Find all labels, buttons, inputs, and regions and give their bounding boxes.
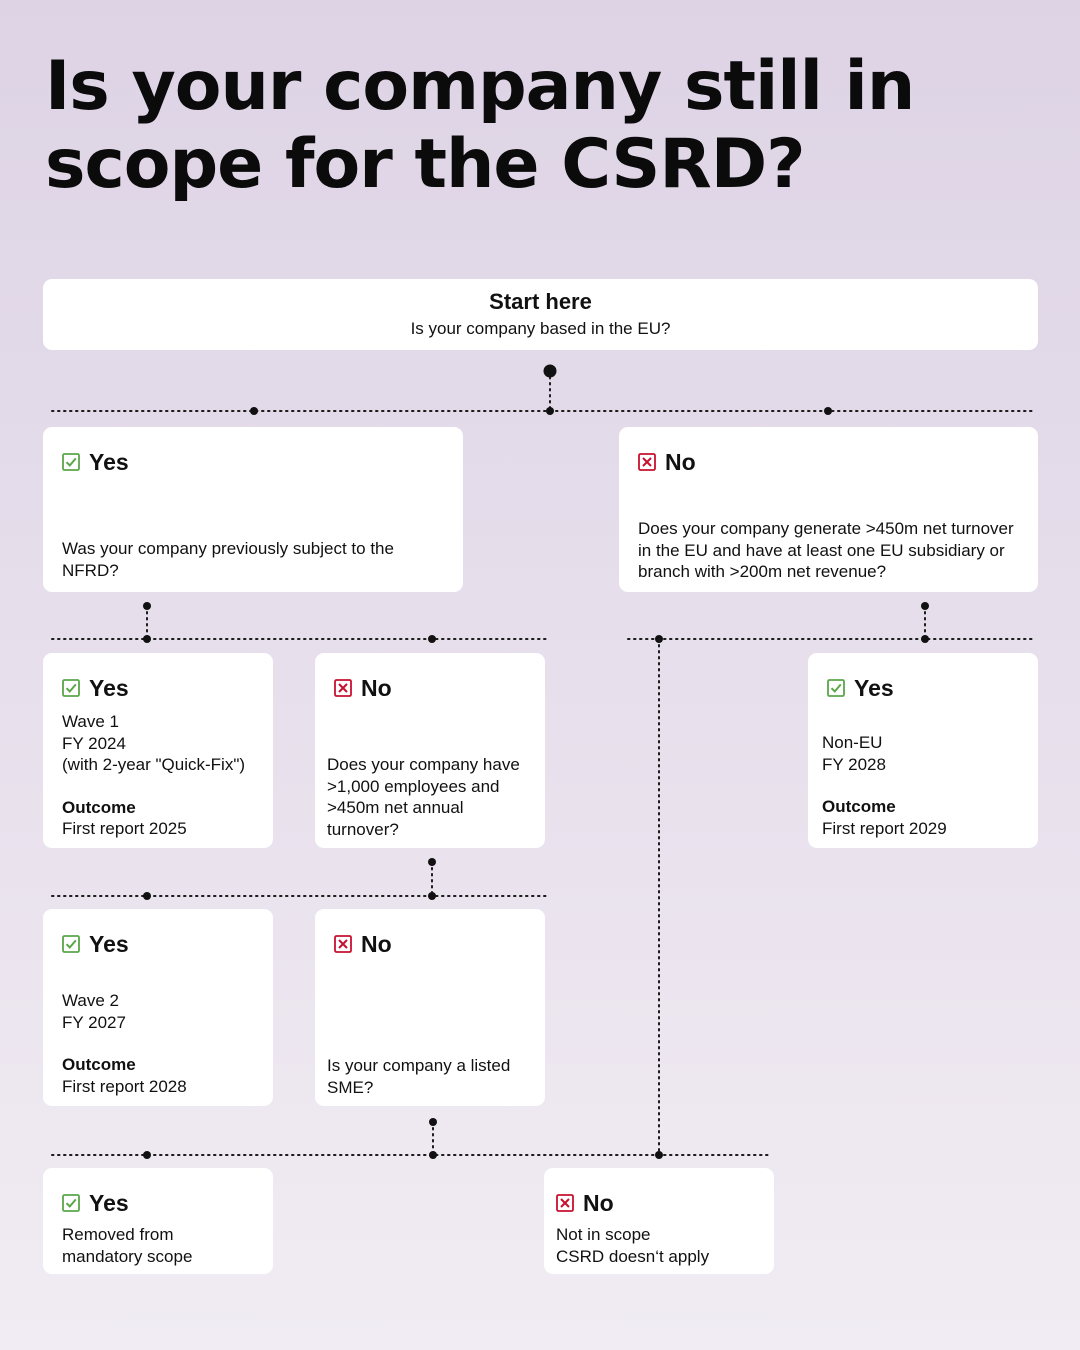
detail-line: FY 2027 [62,1012,126,1032]
answer-label: No [583,1189,614,1216]
junction-dot [921,602,929,610]
nfrd-yes-details: Wave 1 FY 2024 (with 2-year "Quick-Fix")… [62,711,259,840]
answer-header: Yes [62,931,254,957]
sme-yes-box: Yes Removed from mandatory scope [43,1168,273,1274]
junction-dot [428,892,436,900]
answer-label: No [361,674,392,701]
answer-label: No [361,930,392,957]
outcome-label: Outcome [822,797,896,816]
start-title: Start here [489,289,592,314]
sme-yes-details: Removed from mandatory scope [62,1224,259,1267]
size-yes-box: Yes Wave 2 FY 2027 Outcome First report … [43,909,273,1106]
answer-label: No [665,448,696,475]
outcome-value: First report 2025 [62,819,187,838]
outcome-value: First report 2029 [822,818,947,838]
answer-label: Yes [854,674,894,701]
start-question: Is your company based in the EU? [410,319,671,338]
detail-line: Wave 1 [62,712,120,731]
eu-no-question: Does your company generate >450m net tur… [638,519,1014,581]
outcome-value: First report 2028 [62,1076,187,1096]
page-title: Is your company still in scope for the C… [45,47,915,204]
junction-dot [428,635,436,643]
outcome-label: Outcome [62,1055,136,1074]
junction-dot [546,407,554,415]
noneu-yes-details: Non-EU FY 2028 Outcome First report 2029 [822,732,1024,839]
detail-line: (with 2-year "Quick-Fix") [62,755,246,774]
junction-dot [655,1151,663,1159]
junction-dot [250,407,258,415]
detail-line: FY 2024 [62,733,126,753]
answer-label: Yes [89,674,129,701]
start-box: Start here Is your company based in the … [43,279,1038,350]
answer-label: Yes [89,930,129,957]
cross-box-icon [556,1194,574,1212]
cross-box-icon [334,679,352,697]
cross-box-icon [334,935,352,953]
check-box-icon [62,935,80,953]
answer-header: No [334,675,526,701]
check-box-icon [62,1194,80,1212]
detail-line: Removed from [62,1225,174,1244]
nfrd-yes-box: Yes Wave 1 FY 2024 (with 2-year "Quick-F… [43,653,273,848]
size-yes-details: Wave 2 FY 2027 Outcome First report 2028 [62,990,259,1097]
check-box-icon [62,679,80,697]
eu-no-box: No Does your company generate >450m net … [619,427,1038,592]
cross-box-icon [638,453,656,471]
answer-header: No [334,931,526,957]
junction-dot [824,407,832,415]
size-no-question: Is your company a listed SME? [327,1056,511,1097]
detail-line: CSRD doesn‘t apply [556,1246,710,1266]
answer-header: Yes [62,675,254,701]
junction-dot [921,635,929,643]
nfrd-no-box: No Does your company have >1,000 employe… [315,653,545,848]
detail-line: mandatory scope [62,1246,193,1266]
junction-dot [429,1118,437,1126]
detail-line: Non-EU [822,733,883,752]
answer-header: No [556,1190,755,1216]
answer-header: Yes [827,675,1019,701]
size-no-box: No Is your company a listed SME? [315,909,545,1106]
answer-header: Yes [62,1190,254,1216]
junction-dot [143,1151,151,1159]
answer-label: Yes [89,1189,129,1216]
detail-line: Not in scope [556,1225,651,1244]
detail-line: FY 2028 [822,754,886,774]
final-no-box: No Not in scope CSRD doesn‘t apply [544,1168,774,1274]
junction-dot [543,364,557,378]
junction-dot [143,635,151,643]
junction-dot [143,602,151,610]
check-box-icon [62,453,80,471]
eu-yes-question: Was your company previously subject to t… [62,539,394,580]
noneu-yes-box: Yes Non-EU FY 2028 Outcome First report … [808,653,1038,848]
answer-label: Yes [89,448,129,475]
junction-dot [429,1151,437,1159]
check-box-icon [827,679,845,697]
nfrd-no-question: Does your company have >1,000 employees … [327,755,520,839]
final-no-details: Not in scope CSRD doesn‘t apply [556,1224,760,1267]
answer-header: Yes [62,449,444,475]
eu-yes-box: Yes Was your company previously subject … [43,427,463,592]
junction-dot [143,892,151,900]
junction-dot [428,858,436,866]
outcome-label: Outcome [62,797,136,817]
answer-header: No [638,449,1019,475]
detail-line: Wave 2 [62,991,120,1010]
